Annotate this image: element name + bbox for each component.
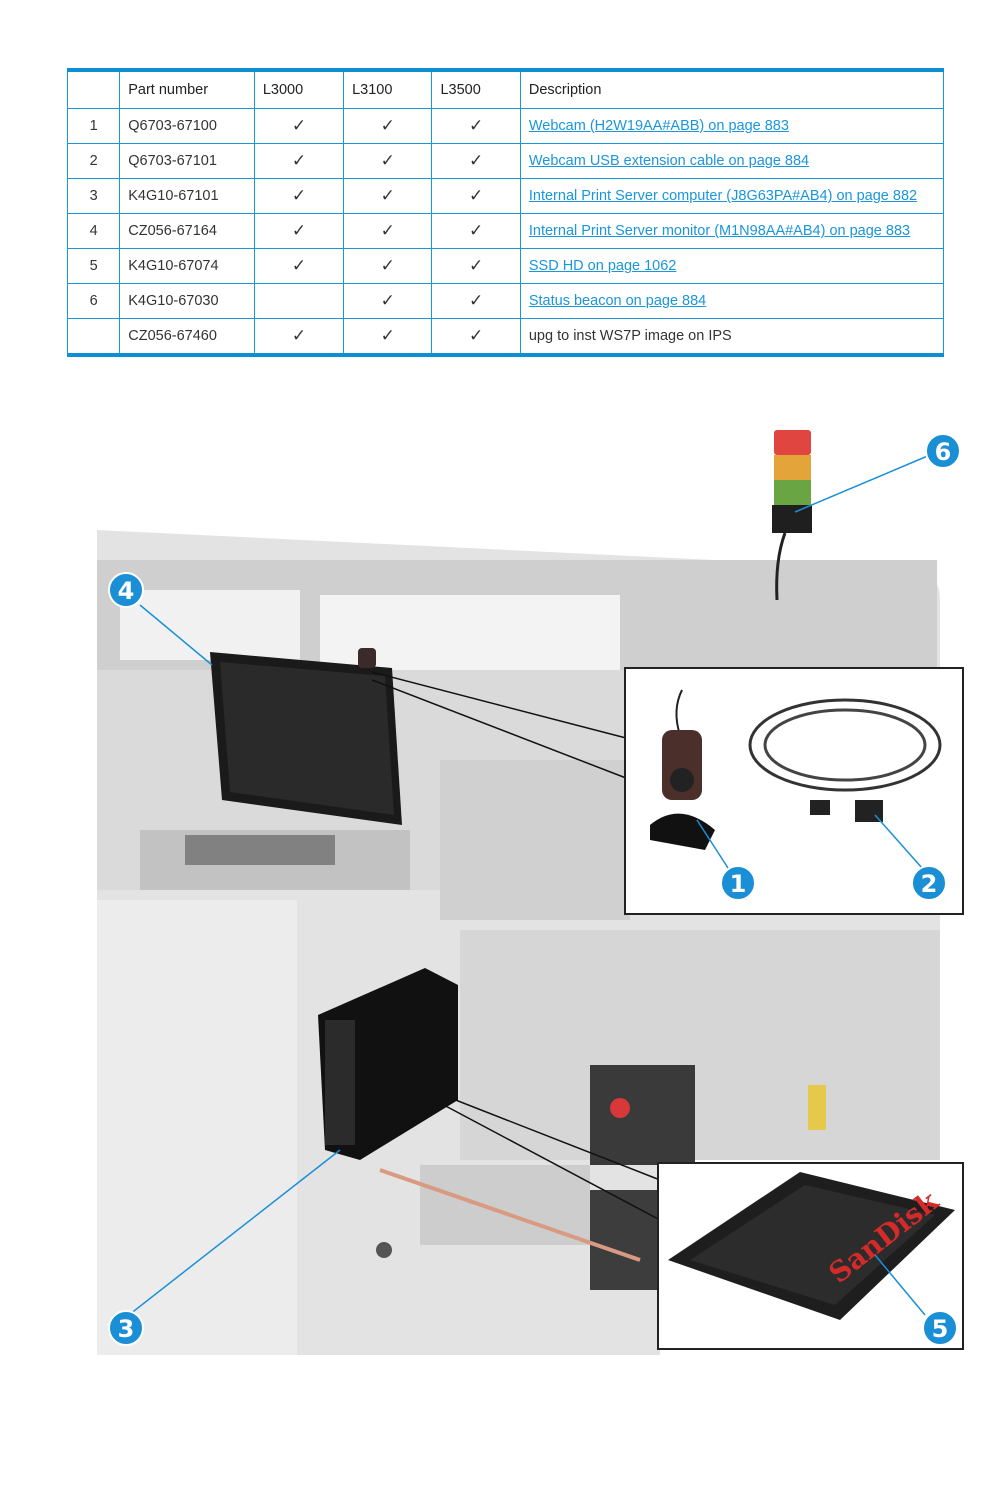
row-index: 1 <box>66 108 121 144</box>
svg-text:5: 5 <box>932 1315 949 1343</box>
description: SSD HD on page 1062 <box>519 248 945 284</box>
svg-text:6: 6 <box>935 438 952 466</box>
description: Webcam USB extension cable on page 884 <box>519 143 945 179</box>
description: upg to inst WS7P image on IPS <box>519 318 945 356</box>
l3500-compat: ✓ <box>431 108 521 144</box>
column-header: Part number <box>119 69 255 109</box>
inset-ssd: SanDisk <box>657 1162 964 1350</box>
description-link[interactable]: Status beacon on page 884 <box>528 293 707 309</box>
callout-5: 5 <box>922 1310 958 1346</box>
description: Status beacon on page 884 <box>519 283 945 319</box>
column-header <box>66 69 121 109</box>
l3000-compat: ✓ <box>253 108 345 144</box>
description-link[interactable]: Webcam (H2W19AA#ABB) on page 883 <box>528 118 789 134</box>
l3000-compat <box>253 283 345 319</box>
svg-text:3: 3 <box>118 1315 135 1343</box>
row-index <box>66 318 121 356</box>
webcam-on-monitor <box>358 648 376 668</box>
print-server-monitor <box>185 648 402 865</box>
row-index: 6 <box>66 283 121 319</box>
l3500-compat: ✓ <box>431 178 521 214</box>
part-number: K4G10-67101 <box>119 178 255 214</box>
part-number: CZ056-67164 <box>119 213 255 249</box>
l3000-compat: ✓ <box>253 318 345 356</box>
description-link[interactable]: Internal Print Server computer (J8G63PA#… <box>528 188 918 204</box>
part-number: K4G10-67074 <box>119 248 255 284</box>
row-index: 4 <box>66 213 121 249</box>
l3500-compat: ✓ <box>431 143 521 179</box>
description-link[interactable]: Webcam USB extension cable on page 884 <box>528 153 810 169</box>
row-index: 3 <box>66 178 121 214</box>
svg-text:4: 4 <box>118 577 135 605</box>
l3100-compat: ✓ <box>343 178 433 214</box>
table-row: CZ056-67460✓✓✓upg to inst WS7P image on … <box>66 318 945 356</box>
description-link[interactable]: SSD HD on page 1062 <box>528 258 677 274</box>
callout-3: 3 <box>108 1310 144 1346</box>
l3000-compat: ✓ <box>253 248 345 284</box>
l3100-compat: ✓ <box>343 318 433 356</box>
row-index: 2 <box>66 143 121 179</box>
part-number: Q6703-67101 <box>119 143 255 179</box>
l3100-compat: ✓ <box>343 213 433 249</box>
l3000-compat: ✓ <box>253 143 345 179</box>
l3100-compat: ✓ <box>343 283 433 319</box>
callout-4: 4 <box>108 572 144 608</box>
svg-text:1: 1 <box>730 870 747 898</box>
column-header: L3500 <box>431 69 521 109</box>
keyboard <box>185 835 335 865</box>
part-number: Q6703-67100 <box>119 108 255 144</box>
description: Webcam (H2W19AA#ABB) on page 883 <box>519 108 945 144</box>
row-index: 5 <box>66 248 121 284</box>
l3500-compat: ✓ <box>431 318 521 356</box>
l3100-compat: ✓ <box>343 143 433 179</box>
inset-webcam-cable <box>624 667 964 915</box>
status-beacon <box>772 430 812 601</box>
column-header: L3000 <box>253 69 345 109</box>
l3100-compat: ✓ <box>343 108 433 144</box>
svg-text:2: 2 <box>921 870 938 898</box>
column-header: Description <box>519 69 945 109</box>
l3000-compat: ✓ <box>253 213 345 249</box>
callout-2: 2 <box>911 865 947 901</box>
callout-1: 1 <box>720 865 756 901</box>
print-server-computer <box>318 968 458 1160</box>
l3500-compat: ✓ <box>431 283 521 319</box>
callout-6: 6 <box>925 433 961 469</box>
part-number: CZ056-67460 <box>119 318 255 356</box>
description-link[interactable]: Internal Print Server monitor (M1N98AA#A… <box>528 223 911 239</box>
